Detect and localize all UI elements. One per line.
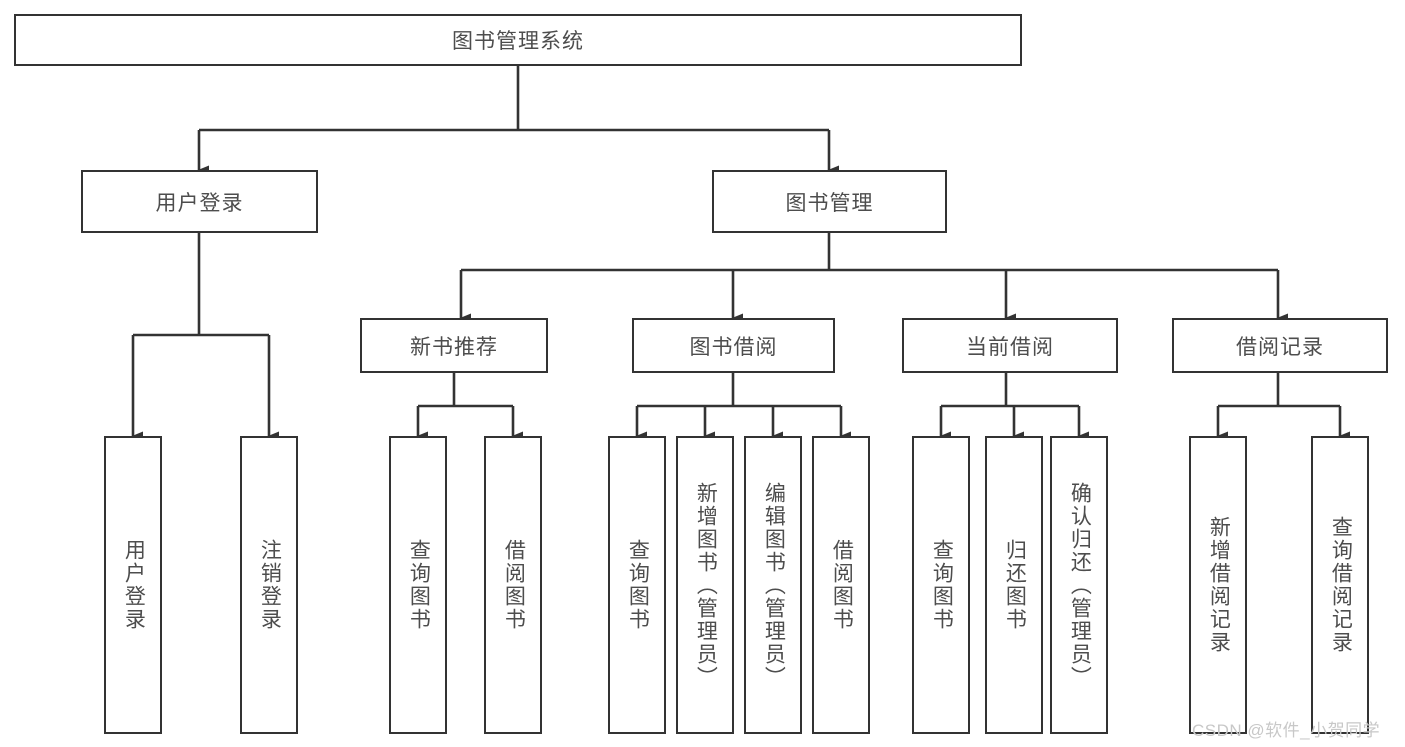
node-leaf-borrow-book-2[interactable]: 借阅图书: [812, 436, 870, 734]
node-leaf-query-borrow-record[interactable]: 查询借阅记录: [1311, 436, 1369, 734]
node-label: 查询图书: [930, 539, 954, 631]
node-label: 图书借阅: [689, 335, 778, 359]
node-user-login[interactable]: 用户登录: [81, 170, 318, 233]
node-label: 图书管理系统: [452, 30, 584, 53]
node-label: 编辑图书（管理员）: [762, 481, 786, 689]
node-label: 新增借阅记录: [1207, 516, 1231, 654]
node-label: 新书推荐: [410, 335, 498, 359]
node-leaf-return-book[interactable]: 归还图书: [985, 436, 1043, 734]
node-label: 图书管理: [785, 191, 874, 215]
connector-lines: [131, 66, 1350, 441]
node-leaf-add-book-admin[interactable]: 新增图书（管理员）: [676, 436, 734, 734]
node-leaf-add-borrow-record[interactable]: 新增借阅记录: [1189, 436, 1247, 734]
node-label: 查询借阅记录: [1329, 516, 1353, 654]
node-label: 确认归还（管理员）: [1068, 481, 1092, 689]
node-leaf-borrow-book-1[interactable]: 借阅图书: [484, 436, 542, 734]
node-label: 归还图书: [1003, 539, 1027, 631]
node-root-title[interactable]: 图书管理系统: [14, 14, 1022, 66]
node-leaf-logout[interactable]: 注销登录: [240, 436, 298, 734]
node-new-book-recommend[interactable]: 新书推荐: [360, 318, 548, 373]
node-label: 用户登录: [155, 191, 244, 215]
node-current-borrow[interactable]: 当前借阅: [902, 318, 1118, 373]
node-label: 查询图书: [626, 539, 650, 631]
node-label: 当前借阅: [966, 335, 1054, 359]
node-leaf-query-book-2[interactable]: 查询图书: [608, 436, 666, 734]
node-leaf-edit-book-admin[interactable]: 编辑图书（管理员）: [744, 436, 802, 734]
node-leaf-query-book-3[interactable]: 查询图书: [912, 436, 970, 734]
node-borrow-record[interactable]: 借阅记录: [1172, 318, 1388, 373]
node-leaf-query-book-1[interactable]: 查询图书: [389, 436, 447, 734]
node-label: 借阅图书: [502, 539, 526, 631]
node-label: 借阅记录: [1236, 335, 1324, 359]
csdn-watermark: CSDN @软件_小贺同学: [1192, 721, 1381, 740]
node-book-management[interactable]: 图书管理: [712, 170, 947, 233]
node-label: 新增图书（管理员）: [694, 481, 718, 689]
node-book-borrow[interactable]: 图书借阅: [632, 318, 835, 373]
node-label: 用户登录: [122, 539, 146, 631]
node-label: 注销登录: [258, 539, 282, 631]
node-leaf-confirm-return-admin[interactable]: 确认归还（管理员）: [1050, 436, 1108, 734]
node-label: 借阅图书: [830, 539, 854, 631]
node-leaf-user-login[interactable]: 用户登录: [104, 436, 162, 734]
node-label: 查询图书: [407, 539, 431, 631]
